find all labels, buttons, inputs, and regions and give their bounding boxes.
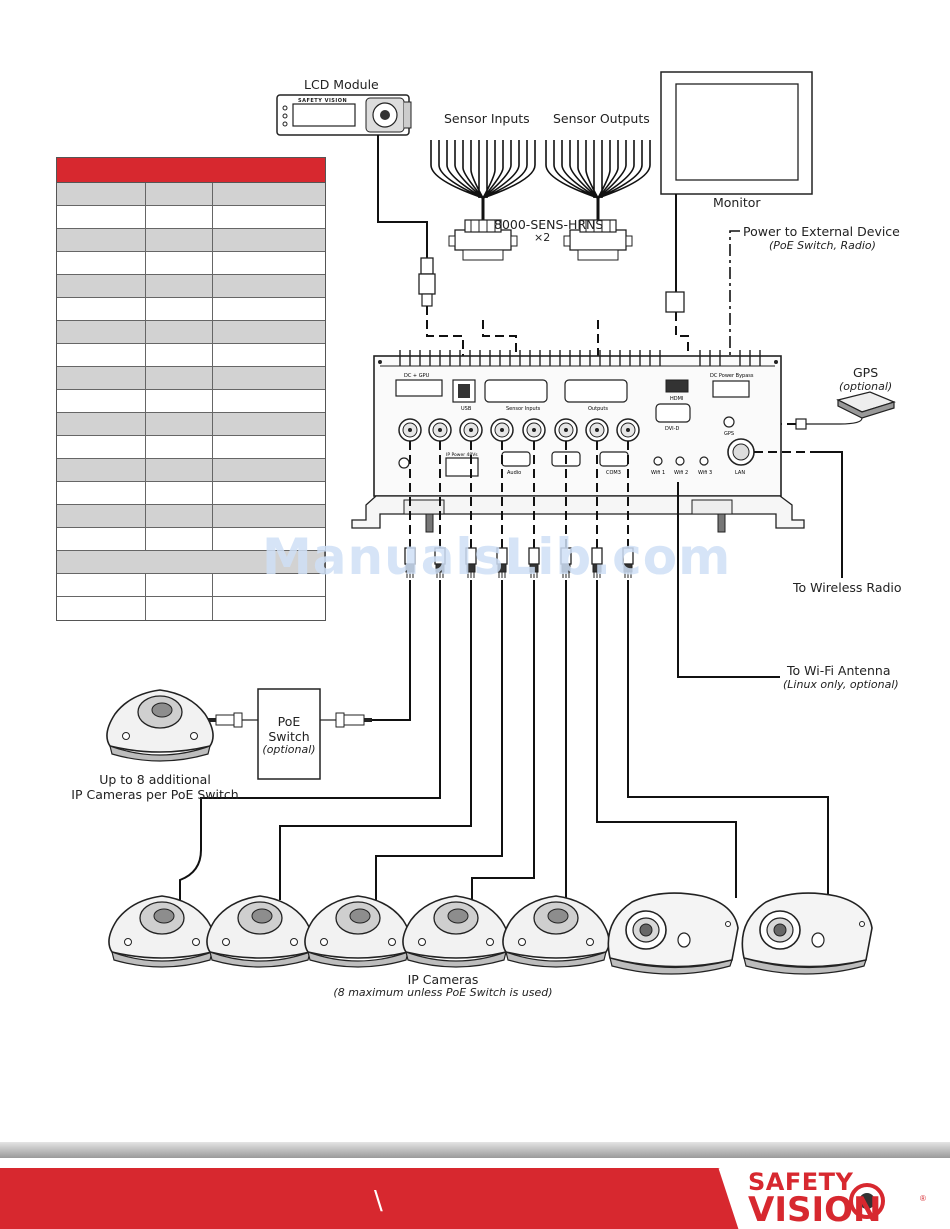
table-row bbox=[57, 344, 325, 367]
sensor-outputs-label: Sensor Outputs bbox=[553, 111, 650, 126]
table-row bbox=[57, 528, 325, 551]
outputs-port-label: Outputs bbox=[588, 406, 608, 412]
gps-port-label: GPS bbox=[724, 431, 734, 437]
gps-antenna bbox=[836, 391, 896, 419]
power-bypass-port-label: DC Power Bypass bbox=[710, 373, 754, 379]
gps-sub-label: (optional) bbox=[839, 380, 893, 393]
brand-logo-top: SAFETY bbox=[748, 1168, 854, 1196]
footer-grey-band bbox=[0, 1142, 950, 1158]
wireless-label: To Wireless Radio bbox=[793, 580, 902, 595]
poe-optional-label: (optional) bbox=[262, 743, 316, 756]
table-row bbox=[57, 574, 325, 597]
lan-port-label: LAN bbox=[735, 470, 745, 476]
table-section-row bbox=[57, 551, 325, 574]
lcd-module-label: LCD Module bbox=[304, 77, 379, 92]
additional-cameras-sub-label: IP Cameras per PoE Switch bbox=[71, 787, 239, 802]
monitor-label: Monitor bbox=[713, 195, 761, 210]
watermark: ManualsLib.com bbox=[262, 528, 732, 586]
table-row bbox=[57, 229, 325, 252]
gps-label: GPS bbox=[853, 365, 879, 380]
ip-camera-3 bbox=[304, 895, 412, 968]
harness-qty-label: ×2 bbox=[534, 231, 551, 244]
table-row bbox=[57, 390, 325, 413]
monitor bbox=[660, 71, 813, 195]
usb-port-label: USB bbox=[461, 406, 472, 412]
table-row bbox=[57, 505, 325, 528]
ip-camera-6 bbox=[607, 892, 739, 975]
usb-connector bbox=[418, 257, 436, 307]
com-port-label: COM3 bbox=[606, 470, 621, 476]
sensor-inputs-port-label: Sensor Inputs bbox=[506, 406, 541, 412]
ip-camera-4 bbox=[402, 895, 510, 968]
sensor-inputs-label: Sensor Inputs bbox=[444, 111, 530, 126]
additional-ip-camera bbox=[106, 689, 214, 762]
audio-port-label: Audio bbox=[507, 470, 521, 476]
additional-cameras-label: Up to 8 additional bbox=[99, 772, 211, 787]
table-row bbox=[57, 275, 325, 298]
wifi-label: To Wi-Fi Antenna bbox=[787, 663, 891, 678]
dc-in-port-label: DC + GPU bbox=[404, 373, 430, 379]
brand-logo-bottom: VISION bbox=[748, 1190, 882, 1229]
power-ext-sub-label: (PoE Switch, Radio) bbox=[769, 239, 876, 252]
ip-camera-1 bbox=[108, 895, 216, 968]
ip-camera-5 bbox=[502, 895, 610, 968]
poe-switch bbox=[257, 688, 321, 780]
hdmi-port-label: HDMI bbox=[670, 396, 683, 402]
ip-cameras-sub-label: (8 maximum unless PoE Switch is used) bbox=[333, 986, 553, 999]
ip-power-port-label: IP Power 48Vs bbox=[446, 452, 478, 458]
table-row bbox=[57, 413, 325, 436]
footer-separator: \ bbox=[374, 1186, 383, 1216]
ip-camera-7 bbox=[741, 892, 873, 975]
dvi-port-label: DVI-D bbox=[665, 426, 679, 432]
brand-registered-mark: ® bbox=[920, 1194, 926, 1203]
ip-cameras-label: IP Cameras bbox=[407, 972, 479, 987]
ip-camera-2 bbox=[206, 895, 314, 968]
table-row bbox=[57, 367, 325, 390]
table-row bbox=[57, 206, 325, 229]
table-row bbox=[57, 252, 325, 275]
wifi3-port-label: Wifi 3 bbox=[698, 470, 712, 476]
spec-table-header bbox=[57, 158, 325, 183]
poe-switch-label: Switch bbox=[268, 729, 310, 744]
power-ext-label: Power to External Device bbox=[743, 224, 900, 239]
table-row bbox=[57, 597, 325, 620]
spec-table bbox=[56, 157, 326, 621]
wifi2-port-label: Wifi 2 bbox=[674, 470, 688, 476]
table-row bbox=[57, 183, 325, 206]
recorder-unit bbox=[351, 350, 805, 533]
wifi-sub-label: (Linux only, optional) bbox=[783, 678, 899, 691]
footer-shape bbox=[0, 1167, 885, 1229]
sensor-outputs-harness bbox=[544, 138, 652, 262]
table-row bbox=[57, 459, 325, 482]
footer: \ SAFETY VISION ® bbox=[0, 1140, 950, 1229]
table-row bbox=[57, 436, 325, 459]
sensor-inputs-harness bbox=[429, 138, 537, 262]
wifi1-port-label: Wifi 1 bbox=[651, 470, 665, 476]
table-row bbox=[57, 482, 325, 505]
table-row bbox=[57, 321, 325, 344]
table-row bbox=[57, 298, 325, 321]
lcd-brand-label: SAFETY VISION bbox=[298, 98, 348, 104]
poe-label: PoE bbox=[277, 714, 301, 729]
harness-label: 8000-SENS-HRNS bbox=[494, 217, 604, 232]
lcd-module bbox=[276, 94, 412, 136]
